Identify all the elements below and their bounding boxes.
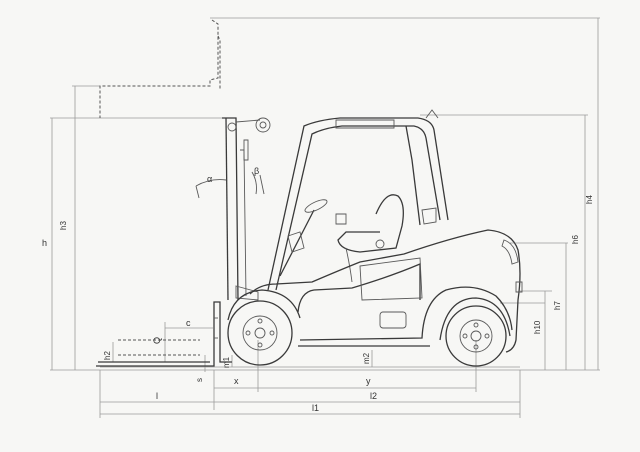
rear-wheel	[439, 297, 511, 367]
label-y: y	[366, 376, 371, 386]
overhead-guard	[267, 109, 449, 291]
label-l1: l1	[312, 403, 319, 413]
label-h7: h7	[553, 301, 562, 310]
label-beta: β	[254, 166, 259, 176]
label-h2: h2	[103, 351, 112, 360]
steering-and-seat	[279, 194, 404, 283]
label-h3: h3	[59, 221, 68, 230]
dimension-lines	[50, 17, 600, 418]
label-m1: m1	[222, 356, 231, 368]
label-l2: l2	[370, 391, 377, 401]
label-s: s	[195, 378, 204, 382]
label-x: x	[234, 376, 239, 386]
label-alpha: α	[207, 174, 212, 184]
chassis	[249, 229, 523, 353]
front-wheel	[227, 289, 301, 366]
label-l: l	[156, 391, 158, 401]
label-m2: m2	[362, 352, 371, 364]
dimension-labels: h h3 h4 h6 h7 h10 h2 s m1 m2 c Q x y l l…	[42, 166, 594, 413]
label-h: h	[42, 238, 47, 248]
mast-extended-outline	[99, 19, 221, 118]
label-q: Q	[152, 337, 162, 344]
mast	[222, 117, 271, 301]
label-c: c	[186, 318, 191, 328]
label-h6: h6	[571, 235, 580, 244]
label-h4: h4	[585, 195, 594, 204]
tilt-angles	[195, 171, 265, 199]
forks	[96, 301, 232, 367]
label-h10: h10	[533, 320, 542, 334]
